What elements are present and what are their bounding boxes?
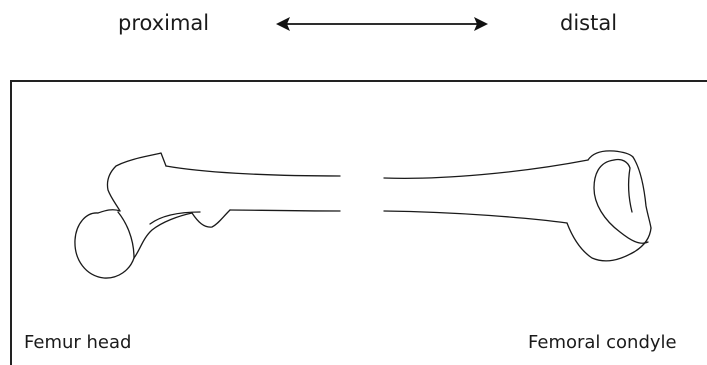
- femur-head-label: Femur head: [24, 330, 131, 356]
- femoral-condyle-label: Femoral condyle: [528, 330, 677, 356]
- proximal-femur-drawing: [75, 153, 340, 278]
- distal-femur-drawing: [384, 151, 651, 261]
